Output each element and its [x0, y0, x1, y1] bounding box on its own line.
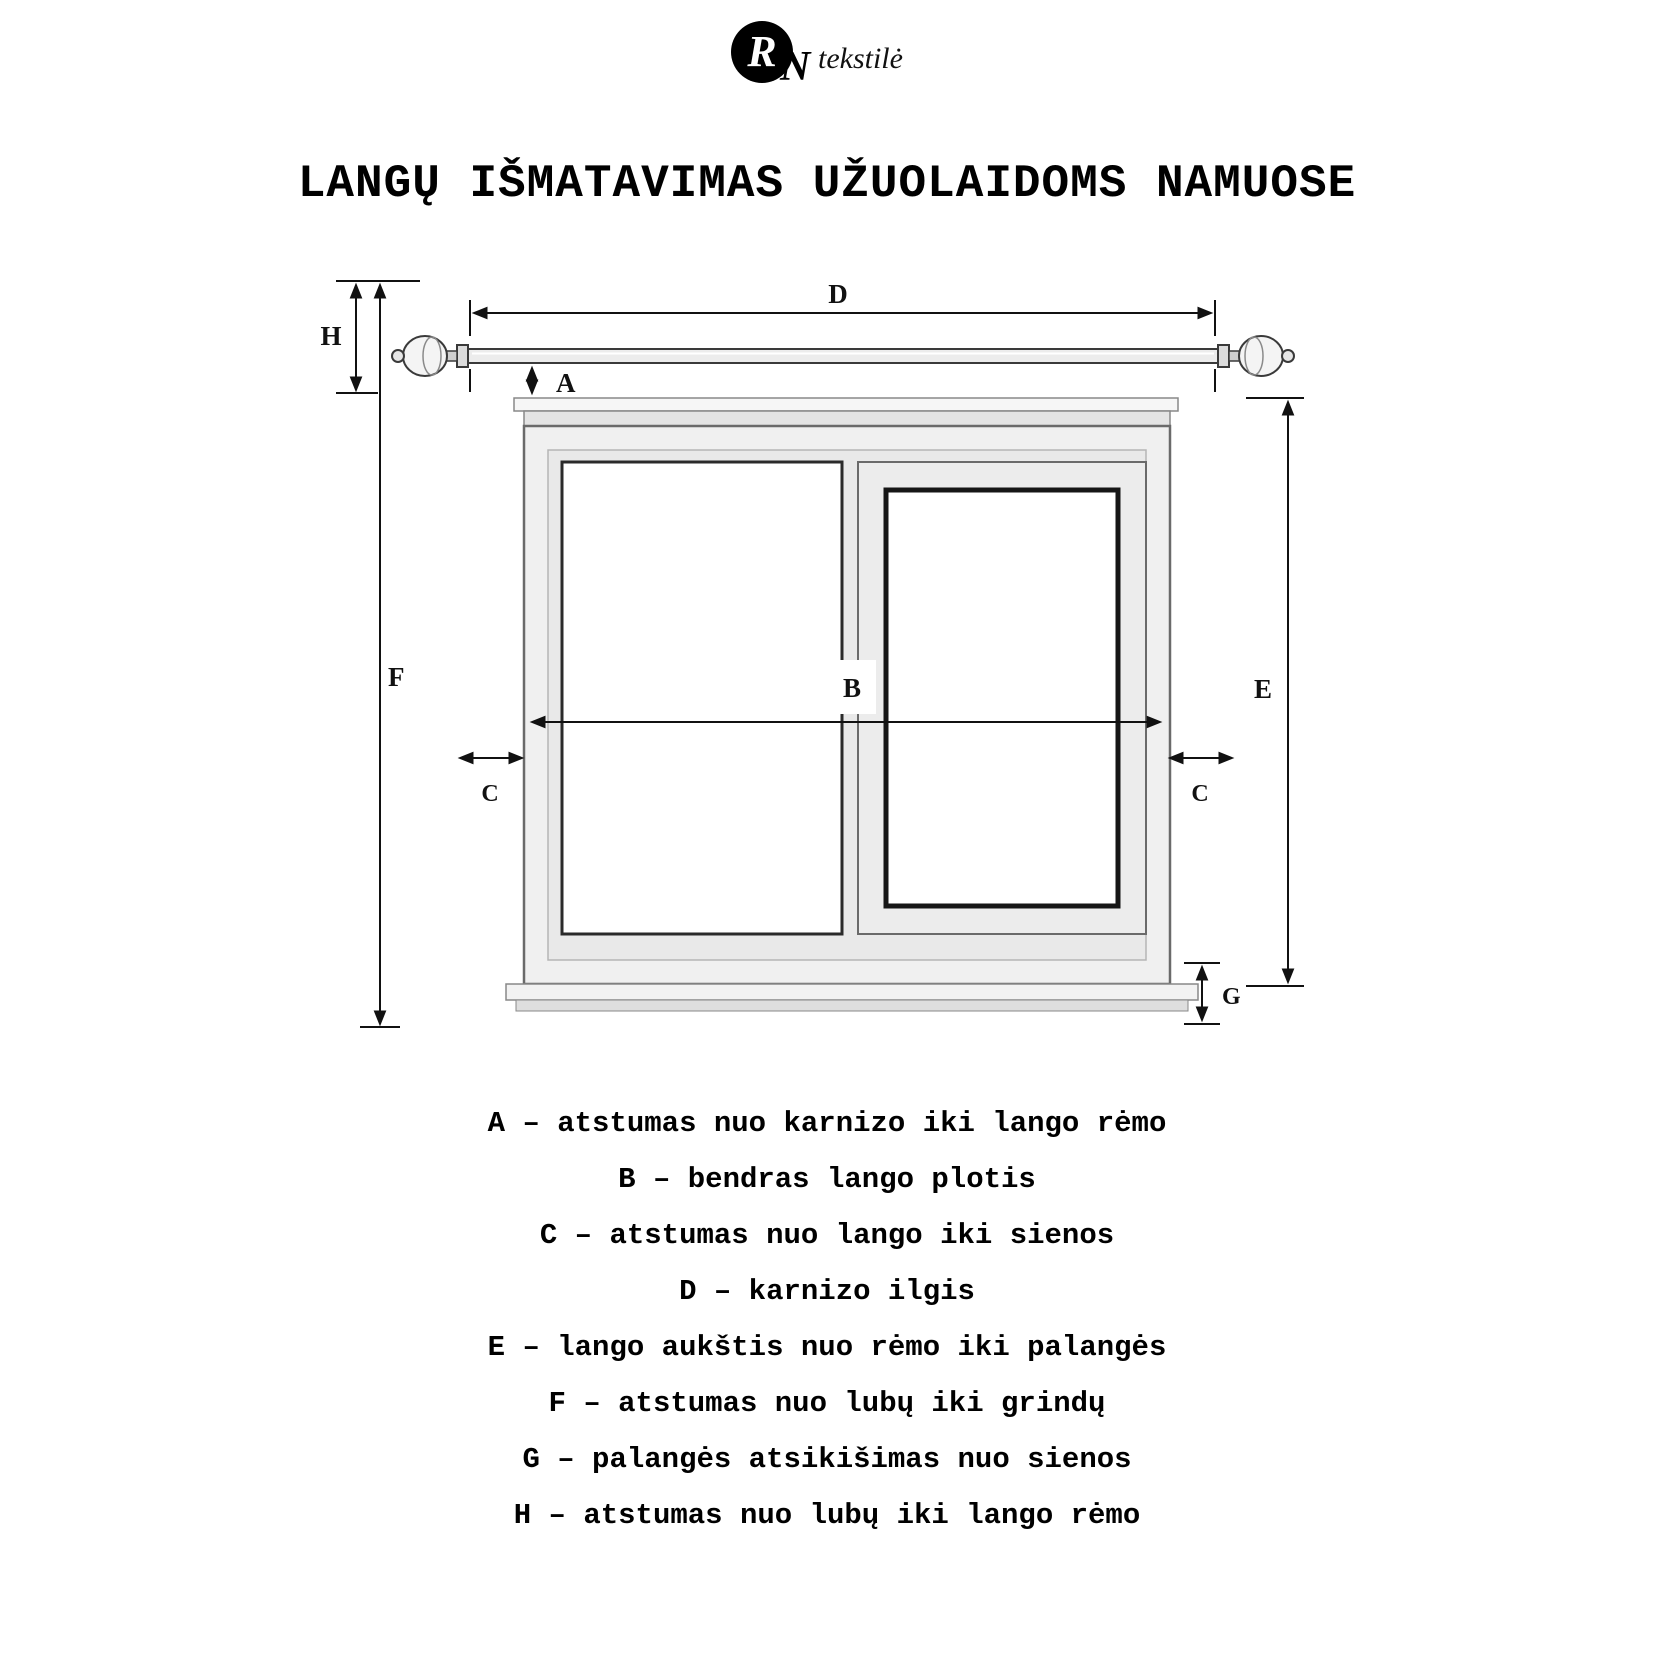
dimension-labels: D H F A B C C E G: [320, 279, 1272, 1010]
logo: R N tekstilė: [731, 21, 903, 90]
right-pane-glass: [883, 487, 1121, 909]
dim-b-label-bg: [828, 660, 876, 714]
window-top-casing-lower: [523, 410, 1171, 427]
rod-endcap-left: [456, 344, 469, 368]
dim-h-label: H: [320, 321, 341, 351]
logo-letter-n: N: [779, 44, 812, 90]
legend-item-h: H – atstumas nuo lubų iki lango rėmo: [513, 1499, 1141, 1532]
rod-finial-right-ridge: [1244, 336, 1264, 376]
legend: A – atstumas nuo karnizo iki lango rėmo …: [0, 1096, 1654, 1544]
dim-d-label: D: [828, 279, 848, 309]
window-measurement-diagram: D H F A B C C E G: [320, 279, 1304, 1028]
dim-c-right-label: C: [1191, 781, 1208, 807]
legend-item-c: C – atstumas nuo lango iki sienos: [539, 1219, 1115, 1252]
window-top-casing: [513, 397, 1179, 412]
dim-c-left-label: C: [481, 781, 498, 807]
page-title: LANGŲ IŠMATAVIMAS UŽUOLAIDOMS NAMUOSE: [297, 158, 1357, 210]
window-sill-lower: [515, 999, 1189, 1012]
rod-endcap-right: [1217, 344, 1230, 368]
dim-b-label: B: [843, 673, 861, 703]
legend-item-e: E – lango aukštis nuo rėmo iki palangės: [487, 1331, 1167, 1364]
dim-e-label: E: [1254, 674, 1272, 704]
legend-item-d: D – karnizo ilgis: [679, 1275, 975, 1308]
rod-bar: [467, 348, 1219, 364]
left-pane-glass: [560, 460, 844, 936]
rod-finial-left-ridge: [422, 336, 442, 376]
window-sill: [505, 983, 1199, 1001]
dim-g-label: G: [1222, 984, 1241, 1010]
logo-emblem-circle: [731, 21, 793, 83]
rod-finial-right-tip: [1281, 349, 1295, 363]
legend-item-a: A – atstumas nuo karnizo iki lango rėmo: [487, 1107, 1167, 1140]
rod-finial-left-tip: [391, 349, 405, 363]
curtain-rod: [391, 335, 1295, 377]
logo-letter-r: R: [746, 27, 776, 76]
legend-item-g: G – palangės atsikišimas nuo sienos: [522, 1443, 1132, 1476]
logo-name: tekstilė: [818, 42, 903, 75]
legend-item-b: B – bendras lango plotis: [618, 1163, 1036, 1196]
legend-item-f: F – atstumas nuo lubų iki grindų: [548, 1387, 1106, 1420]
dim-a-label: A: [556, 368, 576, 398]
dimension-lines: [336, 280, 1304, 1028]
dim-f-label: F: [388, 662, 405, 692]
